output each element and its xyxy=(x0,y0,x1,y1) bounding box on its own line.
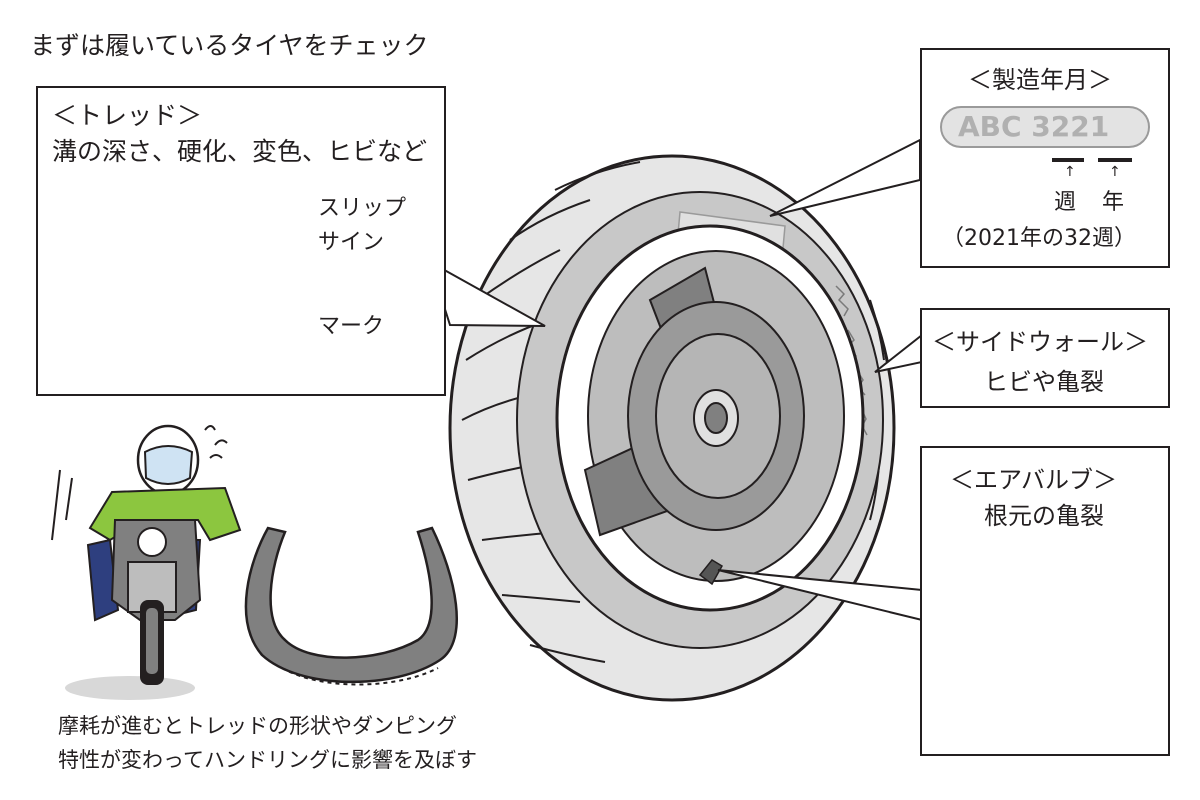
year-label: 年 xyxy=(1102,190,1125,215)
air-valve-callout-box: ＜エアバルブ＞ 根元の亀裂 xyxy=(920,446,1170,756)
worn-tire-section xyxy=(244,526,458,686)
week-label: 週 xyxy=(1054,190,1077,215)
tire-illustration xyxy=(448,154,896,702)
week-underline xyxy=(1052,158,1084,162)
rider-illustration xyxy=(51,424,242,700)
caption-line-1: 摩耗が進むとトレッドの形状やダンピング xyxy=(58,714,457,738)
mark-label: マーク xyxy=(318,308,385,340)
caption-line-2: 特性が変わってハンドリングに影響を及ぼす xyxy=(58,748,477,772)
week-arrow-icon: ↑ xyxy=(1064,164,1076,180)
tread-callout-box: ＜トレッド＞ 溝の深さ、硬化、変色、ヒビなど スリップ サイン マーク xyxy=(36,86,446,396)
sidewall-description: ヒビや亀裂 xyxy=(984,368,1104,396)
year-arrow-icon: ↑ xyxy=(1109,164,1121,180)
tread-heading: ＜トレッド＞ xyxy=(52,101,203,130)
manufacture-date-box: ＜製造年月＞ ABC 3221 ↑ ↑ 週 年 （2021年の32週） xyxy=(920,48,1170,268)
sidewall-callout-box: ＜サイドウォール＞ ヒビや亀裂 xyxy=(920,308,1170,408)
year-underline xyxy=(1098,158,1132,162)
tread-description: 溝の深さ、硬化、変色、ヒビなど xyxy=(52,137,428,166)
sidewall-heading: ＜サイドウォール＞ xyxy=(932,328,1148,356)
slip-sign-label-2: サイン xyxy=(318,224,385,256)
tread-grooves xyxy=(461,161,885,663)
air-valve-description: 根元の亀裂 xyxy=(984,502,1104,530)
page-title: まずは履いているタイヤをチェック xyxy=(30,31,429,60)
air-valve-heading: ＜エアバルブ＞ xyxy=(950,466,1118,494)
dot-code-badge xyxy=(940,106,1150,148)
slip-sign-label-1: スリップ xyxy=(318,190,407,222)
manufacture-heading: ＜製造年月＞ xyxy=(968,66,1112,94)
manufacture-example: （2021年の32週） xyxy=(942,226,1136,251)
valve-stem xyxy=(698,559,724,586)
dot-code: ABC 3221 xyxy=(958,110,1110,143)
